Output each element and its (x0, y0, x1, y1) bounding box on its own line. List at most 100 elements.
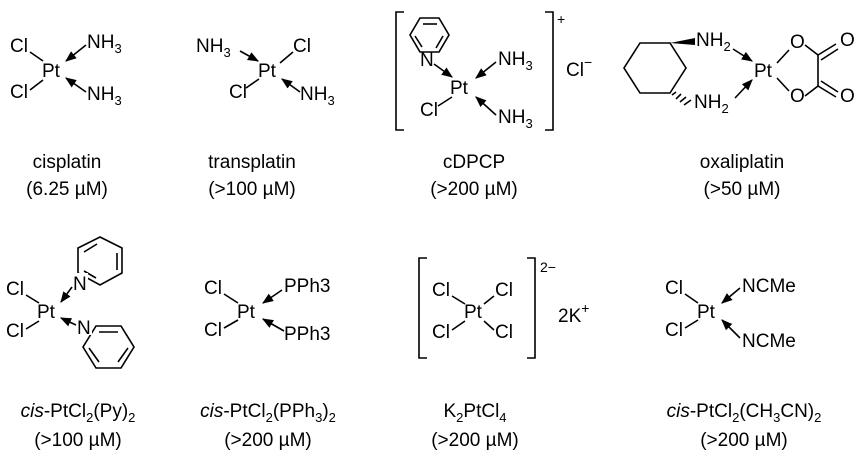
cdpcp-pt: Pt (450, 78, 469, 99)
cisplatin-structure: Cl Cl Pt NH3 NH3 (10, 32, 122, 108)
cdpcp-nh3-top: NH3 (498, 49, 533, 73)
cis-ptcl2-mecn-conc: (>200 µM) (700, 430, 788, 451)
cdpcp-bracket-right (545, 11, 554, 131)
cdpcp-counterion: Cl− (566, 54, 592, 81)
cis-ptcl2-mecn-cl2: Cl (665, 320, 683, 341)
cisplatin-cl1: Cl (10, 36, 28, 57)
oxaliplatin-hash-4 (683, 99, 692, 106)
cis-ptcl2-mecn-cl1: Cl (665, 278, 683, 299)
cis-ptcl2-py2-n-bottom: N (77, 318, 91, 339)
oxaliplatin-o-ring-top: O (790, 32, 805, 53)
oxaliplatin-hash-1 (671, 91, 677, 96)
transplatin-nh3-right: NH3 (300, 84, 335, 108)
cis-ptcl2-mecn-bond-cl1 (684, 293, 699, 304)
oxaliplatin-cyclohexane (623, 42, 687, 94)
cis-ptcl2-py2-dative-bottom (59, 317, 77, 327)
cis-ptcl2-py2-pyridine-top (77, 236, 123, 286)
cdpcp-structure: + N Pt NH3 NH3 Cl Cl− (395, 11, 592, 131)
k2ptcl4-name: K2PtCl4 (443, 401, 506, 425)
cisplatin-pt: Pt (42, 61, 61, 82)
cisplatin-bond-cl2 (29, 79, 44, 91)
k2ptcl4-cl-top-left: Cl (432, 280, 450, 301)
transplatin-cl-top: Cl (293, 36, 311, 57)
transplatin-pt: Pt (258, 61, 277, 82)
oxaliplatin-hash-2 (675, 93, 682, 100)
cis-ptcl2-pph3-cl2: Cl (204, 320, 222, 341)
cisplatin-bond-cl1 (29, 51, 44, 62)
cis-ptcl2-py2-name: cis-PtCl2(Py)2 (21, 401, 136, 425)
cis-ptcl2-mecn-name: cis-PtCl2(CH3CN)2 (667, 401, 822, 425)
cis-ptcl2-py2-n-top-bg (72, 273, 88, 291)
cis-ptcl2-py2-bond-cl1 (25, 294, 40, 304)
k2ptcl4-bond-1 (451, 295, 466, 305)
cdpcp-name: cDPCP (443, 152, 505, 173)
k2ptcl4-bracket-left (418, 257, 427, 359)
cis-ptcl2-pph3-cl1: Cl (204, 278, 222, 299)
cdpcp-dative-top (475, 61, 497, 79)
oxaliplatin-dative-top (732, 48, 753, 62)
k2ptcl4-conc: (>200 µM) (431, 430, 519, 451)
cdpcp-pyridine-double-3 (414, 35, 423, 48)
k2ptcl4-charge: 2− (540, 259, 556, 275)
cdpcp-dative-bottom (475, 96, 497, 116)
oxaliplatin-carbonyl-bottom (817, 85, 837, 98)
transplatin-cl-bottom: Cl (229, 82, 247, 103)
oxaliplatin-o-carbonyl-top: O (840, 30, 855, 51)
cis-ptcl2-pph3-conc: (>200 µM) (224, 430, 312, 451)
transplatin-bond-cl-top (279, 51, 294, 64)
transplatin-conc: (>100 µM) (208, 179, 296, 200)
oxaliplatin-carbonyl-top (817, 43, 837, 56)
cdpcp-bracket-left (395, 11, 404, 131)
cis-ptcl2-py2-py-top-double-3 (83, 270, 97, 279)
cis-ptcl2-py2-bond-cl2 (25, 320, 40, 330)
cis-ptcl2-mecn-dative-bottom (721, 319, 741, 339)
oxaliplatin-nh2-bottom: NH2 (694, 92, 729, 116)
cis-ptcl2-pph3-dative-top (262, 289, 283, 304)
cis-ptcl2-py2-cl2: Cl (6, 321, 24, 342)
cis-ptcl2-py2-n-top: N (73, 274, 87, 295)
cis-ptcl2-py2-dative-top (60, 286, 73, 303)
k2ptcl4-bond-3 (451, 320, 466, 331)
k2ptcl4-cl-top-right: Cl (495, 280, 513, 301)
oxaliplatin-dative-bottom (734, 79, 753, 99)
cis-ptcl2-py2-py-top-double-1 (83, 243, 98, 253)
cis-ptcl2-pph3-dative-bottom (262, 318, 285, 332)
cisplatin-dative-bottom (65, 77, 87, 93)
cis-ptcl2-mecn-ncme-bottom: NCMe (742, 331, 796, 352)
cdpcp-cl: Cl (420, 100, 438, 121)
cis-ptcl2-py2-structure: Cl Cl Pt N N (6, 236, 135, 369)
k2ptcl4-cl-bottom-left: Cl (432, 322, 450, 343)
cdpcp-charge: + (557, 11, 565, 27)
oxaliplatin-bond-o2-c (804, 85, 819, 97)
cis-ptcl2-pph3-bond-cl2 (223, 319, 239, 329)
cis-ptcl2-py2-py-bot-double-2 (117, 347, 129, 363)
cdpcp-pyridine-double-2 (435, 35, 444, 49)
k2ptcl4-bond-2 (483, 295, 495, 305)
cis-ptcl2-pph3-structure: Cl Cl Pt PPh3 PPh3 (204, 276, 330, 345)
oxaliplatin-bond-pt-o1 (776, 49, 790, 64)
cdpcp-n-pyridine: N (420, 50, 434, 71)
cisplatin-conc: (6.25 µM) (26, 179, 108, 200)
oxaliplatin-pt: Pt (754, 61, 773, 82)
cisplatin-nh3-top: NH3 (87, 32, 122, 56)
oxaliplatin-structure: NH2 NH2 Pt O O O O (623, 30, 855, 116)
cis-ptcl2-py2-pt: Pt (37, 302, 56, 323)
cis-ptcl2-py2-conc: (>100 µM) (34, 430, 122, 451)
cisplatin-name: cisplatin (33, 152, 102, 173)
cdpcp-nh3-bottom: NH3 (498, 107, 533, 131)
cdpcp-conc: (>200 µM) (430, 179, 518, 200)
cisplatin-dative-top (65, 44, 87, 62)
oxaliplatin-hash-3 (679, 96, 687, 103)
oxaliplatin-wedge-bond (670, 38, 695, 45)
oxaliplatin-conc: (>50 µM) (704, 179, 781, 200)
cis-ptcl2-py2-pyridine-bottom (82, 325, 135, 369)
cis-ptcl2-pph3-p-top: PPh3 (284, 276, 330, 297)
cisplatin-cl2: Cl (10, 82, 28, 103)
oxaliplatin-carbonyl-bottom-2 (820, 80, 839, 93)
cis-ptcl2-mecn-pt: Pt (697, 302, 716, 323)
cis-ptcl2-mecn-structure: Cl Cl Pt NCMe NCMe (665, 276, 796, 352)
k2ptcl4-pt: Pt (464, 302, 483, 323)
transplatin-nh3-left: NH3 (196, 36, 231, 60)
transplatin-name: transplatin (208, 152, 296, 173)
